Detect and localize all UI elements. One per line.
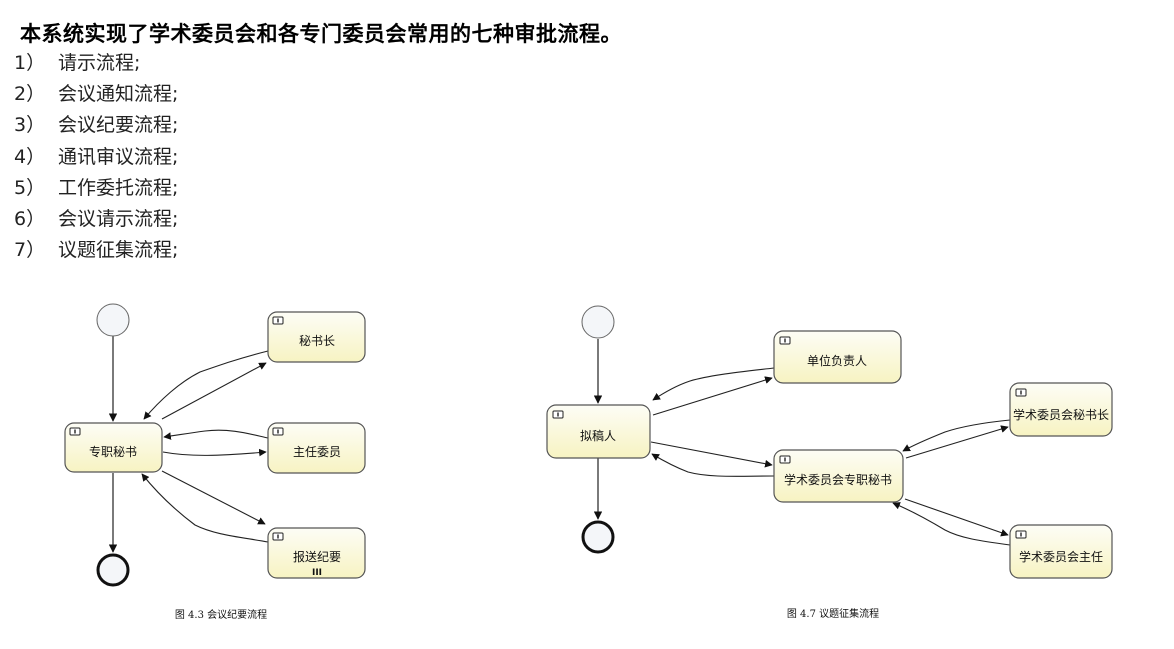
end-event: [581, 520, 615, 554]
flow-number: 7）: [14, 239, 46, 262]
task-submit-minutes: 报送纪要 III: [267, 527, 366, 579]
user-task-icon: [779, 455, 791, 464]
task-center-secretary: 专职秘书: [64, 422, 163, 473]
task-committee-director: 学术委员会主任: [1009, 524, 1113, 579]
flow-item: 1） 请示流程;: [14, 48, 178, 79]
figure-caption: 图 4.3 会议纪要流程: [175, 608, 267, 621]
task-label: 拟稿人: [580, 428, 616, 443]
task-unit-head: 单位负责人: [773, 330, 902, 384]
multi-instance-marker: III: [312, 568, 322, 578]
start-event: [581, 305, 615, 339]
flow-list: 1） 请示流程; 2） 会议通知流程; 3） 会议纪要流程; 4） 通讯审议流程; 5）…: [14, 48, 178, 266]
flow-arrow: [904, 498, 1009, 537]
user-task-icon: [272, 316, 284, 325]
flow-arrow: [161, 470, 266, 525]
task-secretary-general: 秘书长: [267, 311, 366, 363]
figure-caption: 图 4.7 议题征集流程: [787, 607, 879, 620]
user-task-icon: [1015, 530, 1027, 539]
flow-number: 3）: [14, 114, 46, 137]
user-task-icon: [779, 336, 791, 345]
user-task-icon: [69, 427, 81, 436]
end-event: [96, 553, 130, 587]
flow-arrow: [162, 448, 267, 457]
task-label: 主任委员: [293, 445, 341, 459]
flow-arrow: [652, 367, 775, 401]
flow-arrow: [650, 441, 773, 468]
flow-arrow: [651, 453, 775, 477]
task-committee-secretary-general: 学术委员会秘书长: [1009, 382, 1113, 437]
task-label: 秘书长: [299, 334, 335, 348]
task-label: 单位负责人: [807, 353, 867, 368]
user-task-icon: [272, 427, 284, 436]
task-label: 学术委员会秘书长: [1013, 407, 1109, 422]
flow-number: 1）: [14, 52, 46, 74]
flow-item: 4） 通讯审议流程;: [14, 142, 178, 173]
flow-label: 工作委托流程;: [58, 176, 179, 199]
flow-arrow: [902, 419, 1011, 452]
flow-label: 会议请示流程;: [58, 208, 179, 231]
flow-number: 2）: [14, 83, 46, 106]
flow-arrow: [143, 350, 269, 420]
flow-label: 通讯审议流程;: [58, 145, 179, 168]
task-drafter: 拟稿人: [546, 404, 651, 459]
flow-item: 6） 会议请示流程;: [14, 204, 178, 235]
flow-arrow: [652, 376, 773, 416]
task-label: 学术委员会专职秘书: [784, 472, 892, 487]
flow-item: 5） 工作委托流程;: [14, 173, 178, 204]
flow-label: 会议通知流程;: [58, 83, 179, 106]
task-label: 学术委员会主任: [1019, 549, 1103, 564]
diagram-topic-collection: 拟稿人 单位负责人 学术委员会专职秘书 学术委员会秘书长 学术委员会主任 图 4…: [546, 305, 1113, 620]
flow-arrow: [163, 429, 269, 440]
user-task-icon: [1015, 388, 1027, 397]
flow-number: 6）: [14, 208, 46, 231]
flow-arrow: [141, 473, 269, 543]
flow-item: 2） 会议通知流程;: [14, 79, 178, 110]
flow-number: 5）: [14, 176, 46, 199]
user-task-icon: [272, 532, 284, 541]
flow-label: 议题征集流程;: [58, 239, 179, 262]
flow-number: 4）: [14, 145, 46, 168]
page-heading: 本系统实现了学术委员会和各专门委员会常用的七种审批流程。: [20, 22, 622, 46]
start-event: [96, 303, 130, 337]
flow-label: 请示流程;: [58, 52, 141, 74]
flow-arrow: [905, 425, 1009, 459]
task-label: 报送纪要: [293, 549, 341, 564]
task-label: 专职秘书: [89, 444, 137, 459]
flow-arrow: [161, 362, 267, 420]
task-committee-secretary: 学术委员会专职秘书: [773, 449, 904, 503]
flow-arrow: [892, 502, 1011, 546]
flow-label: 会议纪要流程;: [58, 114, 179, 137]
flow-item: 3） 会议纪要流程;: [14, 110, 178, 141]
user-task-icon: [552, 410, 564, 419]
flow-item: 7） 议题征集流程;: [14, 235, 178, 266]
task-director: 主任委员: [267, 422, 366, 474]
diagram-meeting-minutes: 专职秘书 秘书长 主任委员 报送纪要 III 图 4.3 会议纪要流程: [64, 303, 366, 621]
